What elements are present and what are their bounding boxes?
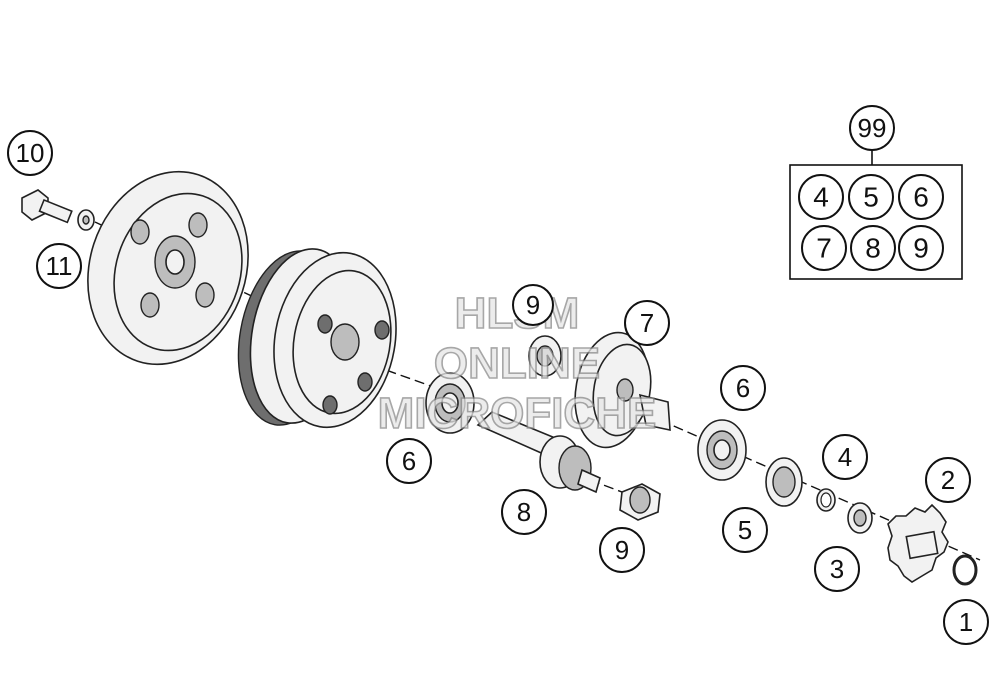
callout-label: 6	[402, 446, 416, 476]
callout-9-lower[interactable]: 9	[599, 527, 645, 573]
kit-item-label: 4	[813, 182, 829, 213]
gear-part	[574, 331, 671, 449]
kit-item-label: 6	[913, 182, 929, 213]
watermark-line-2: ONLINE	[434, 339, 600, 388]
seal-part	[765, 457, 803, 507]
kit-item[interactable]: 5	[848, 174, 894, 220]
callout-label: 8	[517, 497, 531, 527]
callout-label: 3	[830, 554, 844, 584]
circlip-part	[952, 554, 978, 586]
callout-label: 5	[738, 515, 752, 545]
watermark-line-3: MICROFICHE	[378, 389, 657, 438]
callout-9-upper[interactable]: 9	[512, 284, 554, 326]
kit-item[interactable]: 4	[798, 174, 844, 220]
needle-bearing-part	[619, 483, 661, 521]
spacer-part	[847, 502, 873, 534]
kit-group: 99 4 5 6 7 8 9	[789, 105, 963, 280]
callout-label: 4	[838, 442, 852, 472]
bearing-right-part	[697, 419, 747, 481]
callout-label: 7	[640, 308, 654, 338]
callouts: 10 11 9 7 6 6 8 9	[7, 130, 989, 645]
callout-10[interactable]: 10	[7, 130, 53, 176]
sleeve-part	[528, 335, 562, 377]
kit-label: 99	[858, 113, 887, 143]
callout-label: 10	[16, 138, 45, 168]
callout-8[interactable]: 8	[501, 489, 547, 535]
callout-label: 11	[46, 251, 73, 281]
bearing-left-part	[425, 372, 475, 434]
washer-part	[77, 209, 95, 231]
callout-3[interactable]: 3	[814, 546, 860, 592]
callout-label: 9	[526, 290, 540, 320]
callout-2[interactable]: 2	[925, 457, 971, 503]
callout-label: 1	[959, 607, 973, 637]
kit-item-label: 9	[913, 233, 929, 264]
callout-4[interactable]: 4	[822, 434, 868, 480]
kit-item[interactable]: 8	[850, 225, 896, 271]
callout-11[interactable]: 11	[36, 243, 82, 289]
kit-item[interactable]: 7	[801, 225, 847, 271]
callout-label: 2	[941, 465, 955, 495]
sprocket-part	[887, 503, 949, 583]
kit-item[interactable]: 6	[898, 174, 944, 220]
clutch-basket-part	[87, 170, 249, 366]
kit-item-label: 7	[816, 233, 832, 264]
callout-7[interactable]: 7	[624, 300, 670, 346]
clutch-pack-part	[237, 248, 397, 429]
kit-item-label: 5	[863, 182, 879, 213]
callout-label: 9	[615, 535, 629, 565]
kit-callout[interactable]: 99	[849, 105, 895, 151]
callout-6-right[interactable]: 6	[720, 365, 766, 411]
callout-1[interactable]: 1	[943, 599, 989, 645]
shaft-part	[476, 411, 601, 494]
bolt-part	[21, 189, 73, 224]
callout-6-left[interactable]: 6	[386, 438, 432, 484]
kit-item[interactable]: 9	[898, 225, 944, 271]
callout-5[interactable]: 5	[722, 507, 768, 553]
o-ring-part	[816, 488, 836, 512]
callout-label: 6	[736, 373, 750, 403]
kit-item-label: 8	[865, 233, 881, 264]
